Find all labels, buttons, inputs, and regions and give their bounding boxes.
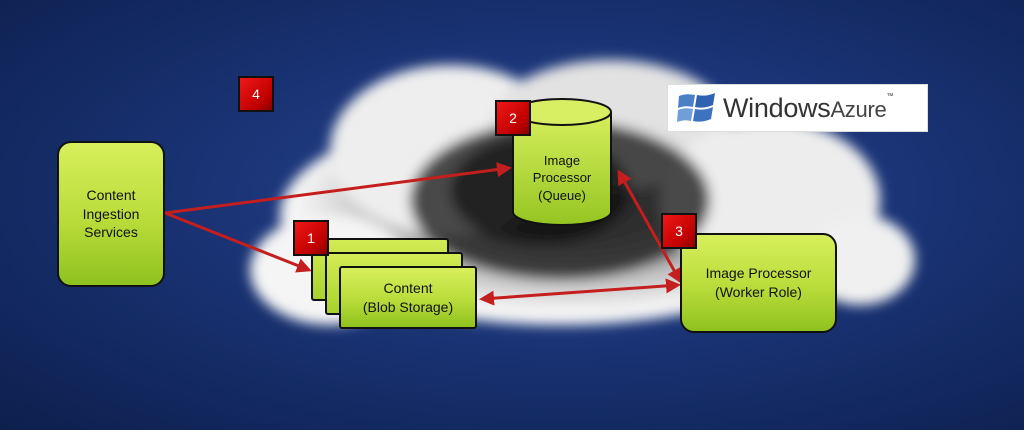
windows-flag-icon xyxy=(677,93,715,122)
logo-word-azure: Azure xyxy=(830,96,887,122)
step-badge-3: 3 xyxy=(661,213,697,249)
step-badge-2: 2 xyxy=(495,100,531,136)
logo-wordmark: WindowsAzure™ xyxy=(723,93,893,124)
image-processor-queue-node: Image Processor (Queue) xyxy=(514,148,610,208)
arrow-blob-worker xyxy=(479,278,681,306)
logo-word-windows: Windows xyxy=(723,92,831,123)
logo-trademark: ™ xyxy=(886,92,894,100)
queue-cylinder xyxy=(512,98,612,226)
arrow-ingestion-to-blob xyxy=(164,211,312,273)
ingestion-label: Content Ingestion Services xyxy=(82,186,140,241)
content-blob-storage-node: Content (Blob Storage) xyxy=(339,266,477,329)
blob-label: Content (Blob Storage) xyxy=(362,279,454,315)
queue-label: Image Processor (Queue) xyxy=(532,152,592,203)
windows-azure-logo: WindowsAzure™ xyxy=(667,84,928,132)
arrow-ingestion-to-queue xyxy=(164,162,512,215)
content-ingestion-services-node: Content Ingestion Services xyxy=(57,141,165,287)
step-badge-1: 1 xyxy=(293,220,329,256)
step-badge-4: 4 xyxy=(238,76,274,112)
image-processor-worker-role-node: Image Processor (Worker Role) xyxy=(680,233,837,333)
worker-label: Image Processor (Worker Role) xyxy=(705,265,812,300)
arrow-queue-worker xyxy=(617,169,682,284)
